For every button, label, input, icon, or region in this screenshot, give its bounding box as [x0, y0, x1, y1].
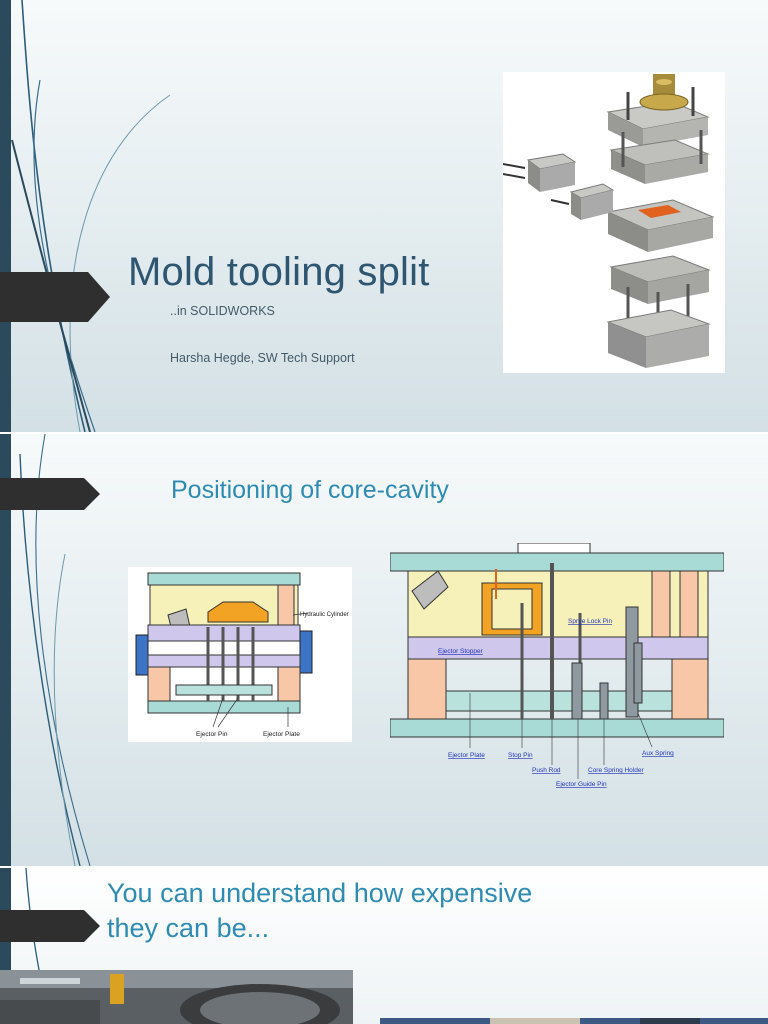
mold-section-diagram: Hydraulic Cylinder Ejector Pin Ejector P… — [128, 567, 352, 742]
arrow-tab — [0, 478, 100, 510]
slide-author: Harsha Hegde, SW Tech Support — [170, 351, 355, 365]
slide-title: Mold tooling split ..in SOLIDWORKS Harsh… — [0, 0, 768, 432]
label-hydraulic-cylinder: Hydraulic Cylinder — [300, 612, 349, 618]
label-ejector-pin: Ejector Pin — [196, 731, 228, 738]
label-ejector-guide-pin: Ejector Guide Pin — [556, 781, 607, 788]
label-aux-spring: Aux Spring — [642, 750, 674, 757]
slide-title-text: Mold tooling split — [128, 250, 430, 294]
label-push-rod: Push Rod — [532, 767, 561, 774]
mold-detail-diagram: Sprue Lock Pin Ejector Stopper Ejector P… — [390, 543, 724, 788]
heading-line-1: You can understand how expensive — [107, 878, 533, 908]
slide-heading: Positioning of core-cavity — [171, 476, 449, 504]
arrow-tab — [0, 910, 100, 942]
slide-sidebar — [0, 868, 11, 1024]
label-core-spring-holder: Core Spring Holder — [588, 767, 644, 774]
label-sprue-lock-pin: Sprue Lock Pin — [568, 618, 612, 625]
factory-photo — [0, 970, 353, 1024]
label-stop-pin: Stop Pin — [508, 752, 533, 759]
slide-subtitle: ..in SOLIDWORKS — [170, 304, 275, 318]
decorative-swoosh — [11, 0, 171, 432]
slide-sidebar — [0, 434, 11, 866]
slide-sidebar — [0, 0, 11, 432]
label-ejector-plate: Ejector Plate — [263, 731, 300, 738]
label-ejector-plate: Ejector Plate — [448, 752, 485, 759]
label-ejector-stopper: Ejector Stopper — [438, 648, 484, 655]
exploded-mold-image — [503, 72, 725, 373]
arrow-tab — [0, 272, 110, 322]
heading-line-2: they can be... — [107, 913, 270, 943]
partial-photo-strip — [380, 1018, 768, 1024]
slide-heading-expensive: You can understand how expensive they ca… — [107, 876, 667, 946]
